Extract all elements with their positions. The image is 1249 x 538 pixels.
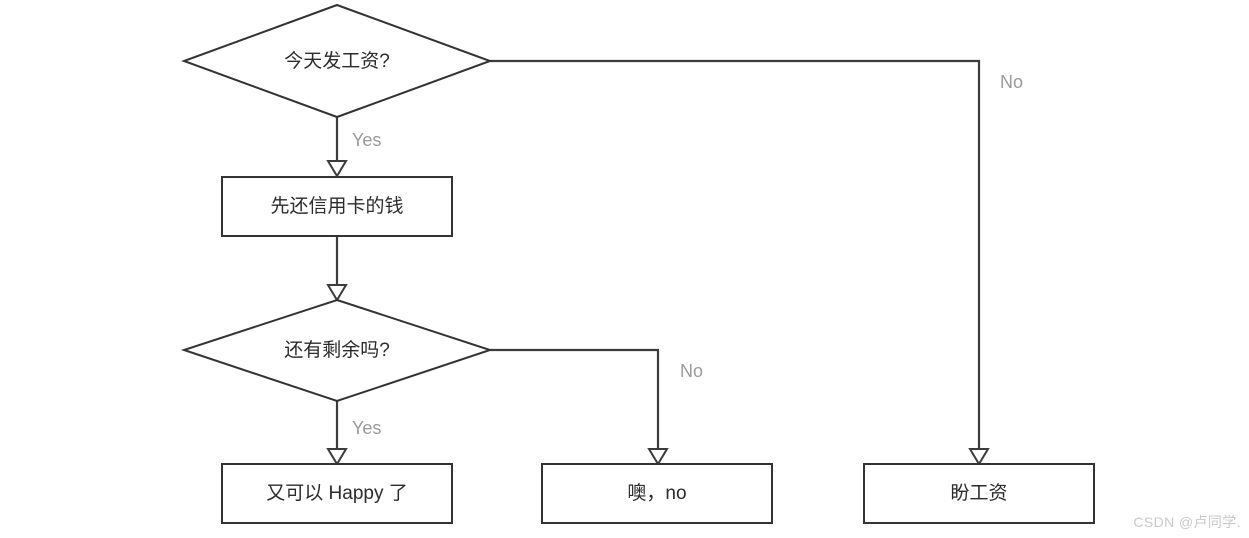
- csdn-watermark: CSDN @卢同学.: [1133, 514, 1241, 530]
- edge-line-anyleft-no: [490, 348, 660, 450]
- arrowhead-repay-to-question: [326, 284, 348, 302]
- process-shape-happy[interactable]: [221, 463, 453, 524]
- edge-label-anyleft-yes: Yes: [352, 418, 381, 438]
- node-label-happy: 又可以 Happy 了: [266, 483, 407, 504]
- edge-payday-no: [490, 59, 990, 466]
- node-oh-no[interactable]: 噢，no: [541, 463, 773, 524]
- edge-line-payday-no: [490, 59, 981, 450]
- node-wait-salary[interactable]: 盼工资: [863, 463, 1095, 524]
- edge-payday-yes: [326, 117, 348, 178]
- node-label-wait-salary: 盼工资: [950, 482, 1007, 504]
- process-shape-wait-salary[interactable]: [863, 463, 1095, 524]
- node-label-payday: 今天发工资?: [284, 50, 390, 72]
- node-label-any-left: 还有剩余吗?: [284, 339, 390, 361]
- edge-label-payday-no: No: [1000, 72, 1023, 92]
- node-label-oh-no: 噢，no: [627, 482, 686, 504]
- node-repay-card[interactable]: 先还信用卡的钱: [221, 176, 453, 237]
- edge-anyleft-no: [490, 348, 669, 466]
- edge-anyleft-yes: [326, 401, 348, 466]
- node-any-left[interactable]: 还有剩余吗?: [180, 298, 494, 403]
- arrowhead-payday-no: [968, 448, 990, 466]
- node-payday[interactable]: 今天发工资?: [181, 3, 493, 119]
- process-shape-repay-card[interactable]: [221, 176, 453, 237]
- node-label-repay-card: 先还信用卡的钱: [270, 195, 403, 217]
- arrowhead-anyleft-no: [647, 448, 669, 466]
- node-happy[interactable]: 又可以 Happy 了: [221, 463, 453, 524]
- decision-shape-payday[interactable]: [181, 3, 493, 119]
- edge-label-anyleft-no: No: [680, 361, 703, 381]
- process-shape-oh-no[interactable]: [541, 463, 773, 524]
- arrowhead-anyleft-yes: [326, 448, 348, 466]
- arrowhead-payday-yes: [326, 160, 348, 178]
- decision-shape-any-left[interactable]: [180, 298, 494, 403]
- edge-repay-to-question: [326, 236, 348, 302]
- edge-label-payday-yes: Yes: [352, 130, 381, 150]
